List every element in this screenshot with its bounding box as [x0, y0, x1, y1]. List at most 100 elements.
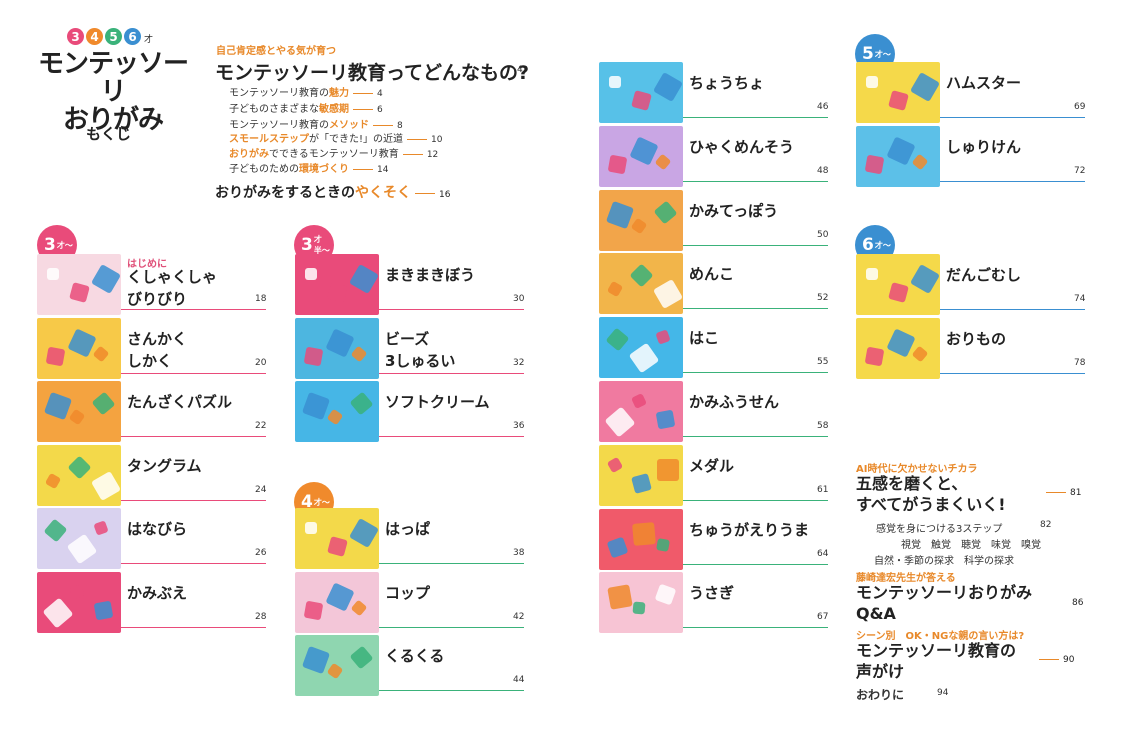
origami-shape: [301, 391, 331, 421]
item-label: だんごむし: [946, 266, 1022, 284]
origami-shape: [349, 645, 374, 670]
origami-shape: [864, 154, 885, 174]
origami-shape: [325, 327, 355, 358]
origami-shape: [886, 327, 916, 358]
item-label: かみてっぽう: [689, 201, 779, 220]
item-label: しゅりけん: [946, 137, 1022, 156]
item-rule: [940, 372, 1085, 374]
ai-page: 81: [1070, 488, 1082, 498]
item-label: たんざくパズル: [127, 393, 233, 411]
origami-shape: [604, 406, 636, 438]
origami-shape: [69, 583, 85, 600]
origami-photo: [599, 62, 683, 123]
qa-page: 86: [1072, 598, 1084, 608]
origami-shape: [911, 345, 929, 362]
origami-photo: [599, 381, 683, 442]
intro-subitem-dash: [353, 108, 373, 110]
intro-subitem-page: 6: [377, 105, 383, 115]
origami-shape: [90, 470, 121, 501]
origami-shape: [68, 408, 86, 426]
item-page: 72: [1074, 165, 1086, 176]
qa-title[interactable]: モンテッソーリおりがみ Q&A: [856, 583, 1033, 623]
origami-shape: [631, 90, 652, 111]
item-page: 18: [255, 294, 267, 304]
ai-kicker: AI時代に欠かせないチカラ: [856, 464, 978, 475]
origami-shape: [67, 327, 97, 358]
item-page: 38: [513, 548, 525, 558]
origami-shape: [44, 472, 62, 489]
origami-shape: [326, 662, 344, 680]
item-label: まきまきぼう: [385, 266, 476, 284]
item-rule: [683, 436, 828, 437]
origami-shape: [886, 135, 916, 166]
intro-title[interactable]: モンテッソーリ教育ってどんなもの?: [215, 62, 530, 84]
section-age3-suffix: 才〜: [56, 240, 73, 250]
origami-shape: [629, 136, 659, 166]
promise-page: 16: [439, 190, 451, 200]
item-page: 61: [817, 484, 829, 495]
ai-title[interactable]: 五感を磨くと、 すべてがうまくいく!: [856, 474, 1006, 514]
origami-shape: [327, 536, 348, 557]
item-rule: [683, 244, 828, 246]
origami-shape: [303, 346, 324, 366]
origami-photo: [599, 444, 683, 506]
end-page: 94: [937, 688, 949, 698]
origami-shape: [607, 584, 633, 611]
section-age3-half-num: 3: [301, 235, 313, 255]
origami-photo: [295, 254, 379, 315]
origami-photo: [295, 508, 379, 569]
origami-shape: [888, 90, 909, 111]
origami-shape: [42, 597, 74, 628]
origami-photo: [599, 572, 683, 634]
item-kicker: はじめに: [127, 259, 167, 270]
origami-shape: [606, 281, 624, 298]
age-badges: 3 4 5 6 才: [67, 28, 153, 45]
intro-subitem-dash: [402, 153, 423, 155]
item-rule: [379, 436, 524, 437]
steps-label[interactable]: 感覚を身につける3ステップ: [876, 524, 1003, 535]
origami-shape: [911, 153, 929, 170]
origami-shape: [866, 268, 878, 280]
origami-shape: [92, 345, 110, 362]
origami-shape: [655, 329, 671, 345]
origami-shape: [607, 154, 628, 175]
origami-shape: [93, 600, 114, 620]
origami-shape: [864, 346, 885, 366]
origami-shape: [69, 282, 90, 303]
item-label: うさぎ: [689, 584, 735, 603]
age-badge-4: 4: [86, 28, 103, 45]
intro-subitem-highlight: 敏感期: [319, 104, 349, 115]
ai-page-row: 81: [1042, 488, 1081, 498]
item-rule: [121, 436, 266, 437]
intro-subitem-dash: [407, 138, 428, 140]
steps-page: 82: [1040, 520, 1052, 530]
origami-shape: [888, 282, 909, 303]
origami-photo: [295, 381, 379, 442]
item-rule: [683, 308, 828, 310]
origami-shape: [326, 408, 344, 426]
item-rule: [683, 117, 828, 118]
item-label: かみぶえ: [127, 583, 188, 602]
item-page: 64: [817, 548, 829, 559]
origami-photo: [599, 317, 683, 379]
item-rule: [379, 372, 524, 374]
promise-pre: おりがみをするときの: [215, 185, 355, 201]
scene-dash: [1039, 659, 1059, 660]
qa-kicker: 藤崎達宏先生が答える: [856, 573, 956, 584]
section-age3-num: 3: [44, 235, 56, 255]
end-label[interactable]: おわりに: [856, 688, 905, 702]
item-page: 36: [513, 421, 525, 431]
section-age4-suffix: 才〜: [313, 497, 330, 507]
scene-title[interactable]: モンテッソーリ教育の 声がけ: [856, 641, 1017, 681]
origami-shape: [652, 279, 683, 310]
section-age4-num: 4: [301, 492, 313, 512]
origami-photo: [37, 571, 121, 633]
item-page: 48: [817, 165, 829, 176]
